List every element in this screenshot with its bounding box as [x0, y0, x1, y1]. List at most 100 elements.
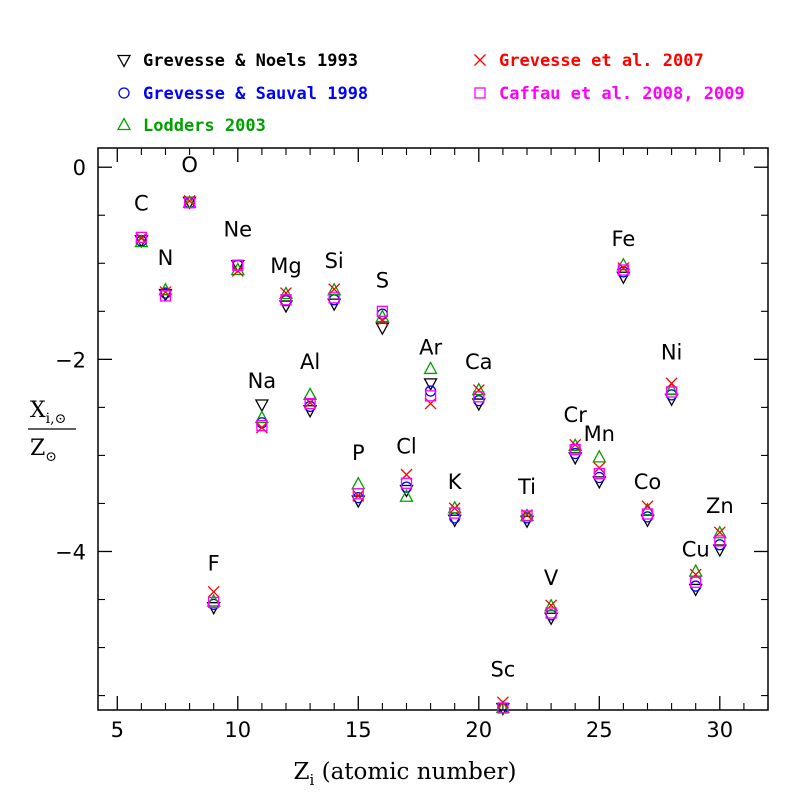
data-point-s0: [351, 495, 366, 509]
data-point-s1: [690, 580, 702, 592]
legend-label: Grevesse & Noels 1993: [143, 51, 358, 71]
data-point-s0: [471, 398, 486, 412]
data-point-s4: [545, 607, 557, 619]
element-label: Ar: [419, 336, 442, 360]
data-point-s0: [423, 378, 438, 392]
data-point-s3: [472, 384, 485, 397]
element-label: Fe: [611, 227, 635, 251]
data-point-s3: [641, 500, 654, 513]
y-axis-label-den-main: Z: [30, 436, 45, 461]
data-point-s2: [206, 593, 221, 607]
element-label: Ni: [661, 340, 683, 364]
x-tick-label: 30: [706, 718, 733, 742]
data-point-s4: [521, 510, 533, 522]
data-point-s4: [183, 197, 196, 209]
element-label: Ti: [517, 475, 536, 499]
data-point-s4: [256, 419, 268, 432]
data-point-s3: [280, 287, 292, 300]
x-tick-label: 15: [345, 718, 372, 742]
data-point-s1: [641, 511, 654, 523]
data-point-s0: [134, 235, 149, 249]
data-point-s2: [399, 488, 414, 502]
legend-marker: [116, 117, 132, 131]
data-point-s4: [473, 391, 485, 403]
element-label: Cu: [682, 537, 710, 561]
data-point-s4: [569, 444, 581, 456]
y-axis-label-num-main: X: [30, 398, 46, 423]
data-point-s4: [159, 290, 172, 302]
data-point-s4: [304, 397, 316, 410]
data-point-s4: [376, 305, 389, 317]
data-point-s1: [473, 395, 485, 407]
data-point-s0: [712, 544, 727, 558]
x-tick-label: 5: [111, 718, 124, 742]
data-point-s2: [278, 286, 294, 300]
element-label: Cr: [564, 403, 588, 427]
data-point-s3: [207, 585, 220, 598]
x-axis-label-sub: i: [309, 771, 314, 789]
svg-text:Xi,⊙: Xi,⊙: [30, 398, 66, 427]
data-point-s3: [159, 286, 172, 299]
legend-marker: [116, 54, 132, 68]
data-point-s0: [302, 405, 318, 419]
x-axis-label: Zi (atomic number): [294, 759, 517, 789]
data-point-s2: [327, 282, 342, 296]
data-point-s1: [352, 492, 364, 504]
data-point-s3: [496, 696, 509, 709]
svg-text:Z⊙: Z⊙: [30, 436, 57, 465]
data-point-s0: [327, 298, 342, 312]
element-label: P: [352, 441, 365, 465]
legend-marker: [118, 87, 130, 99]
data-point-s0: [375, 322, 390, 336]
data-point-s4: [232, 259, 244, 271]
element-label: Na: [248, 369, 277, 393]
data-point-s0: [592, 476, 607, 490]
legend-label: Caffau et al. 2008, 2009: [499, 84, 745, 104]
data-point-s2: [134, 234, 149, 248]
data-point-s4: [400, 477, 413, 489]
data-point-s2: [254, 410, 269, 424]
x-axis-label-rest: (atomic number): [314, 759, 516, 785]
data-point-s0: [688, 583, 703, 597]
data-point-s0: [254, 399, 269, 413]
data-point-s0: [616, 271, 631, 285]
element-label: Ne: [223, 217, 252, 241]
data-point-s4: [135, 231, 148, 243]
data-point-s2: [543, 598, 559, 612]
data-point-s3: [424, 397, 437, 410]
data-point-s4: [280, 294, 292, 306]
element-label: F: [208, 552, 220, 576]
data-point-s3: [689, 568, 702, 581]
legend-label: Grevesse & Sauval 1998: [143, 84, 368, 104]
data-point-s1: [593, 471, 605, 484]
x-axis-label-main: Z: [294, 759, 310, 785]
element-label: V: [544, 566, 559, 590]
data-marks: [134, 194, 727, 716]
y-tick-label: 0: [73, 156, 86, 180]
data-point-s2: [447, 500, 462, 514]
y-axis-label-den-sub: ⊙: [45, 449, 57, 465]
element-label: Mg: [270, 254, 301, 278]
data-point-s0: [447, 514, 462, 528]
data-point-s4: [593, 468, 605, 480]
data-point-s0: [543, 612, 559, 626]
data-point-s4: [424, 390, 437, 402]
data-point-s4: [617, 264, 630, 276]
y-tick-label: −2: [55, 348, 86, 372]
data-point-s2: [592, 449, 607, 463]
data-point-s4: [690, 576, 702, 588]
data-point-s2: [302, 387, 318, 401]
element-label: Cl: [396, 434, 417, 458]
y-axis-label-num-sub: i,⊙: [46, 411, 67, 427]
data-point-s3: [545, 599, 558, 612]
element-label: Zn: [706, 494, 734, 518]
legend-label: Grevesse et al. 2007: [499, 51, 704, 71]
legend-marker: [474, 54, 486, 66]
data-point-s2: [471, 382, 486, 396]
data-point-s3: [231, 265, 244, 277]
element-label: Mn: [584, 422, 615, 446]
